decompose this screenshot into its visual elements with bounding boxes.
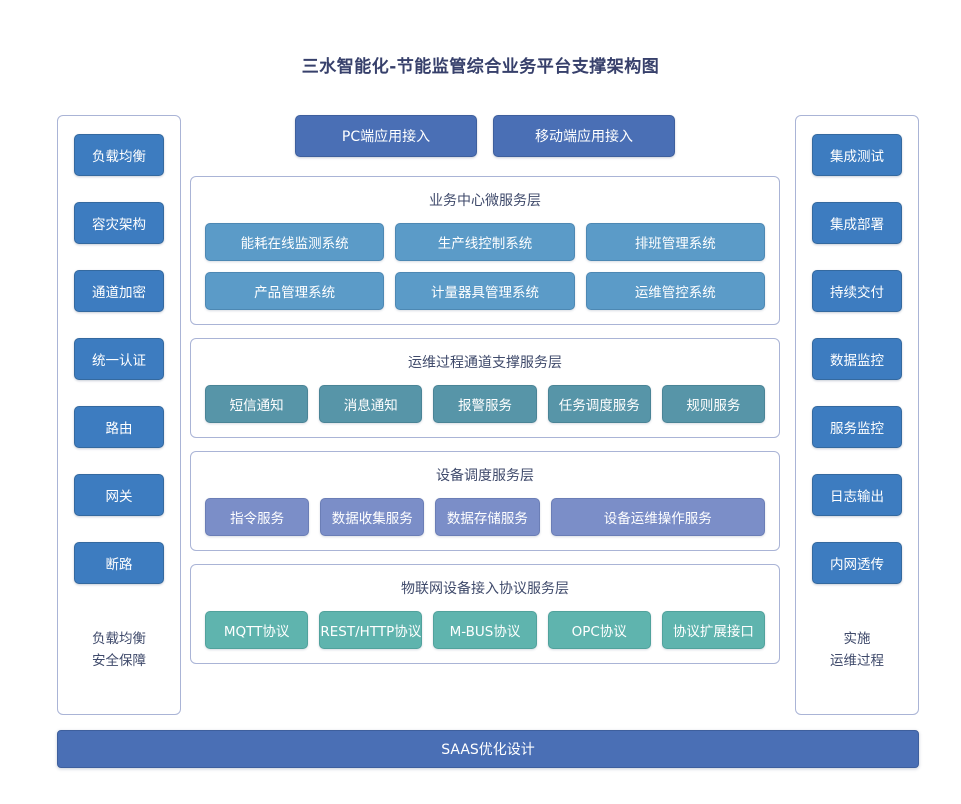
sidebar-item-routing[interactable]: 路由 xyxy=(74,406,164,448)
access-button-mobile[interactable]: 移动端应用接入 xyxy=(493,115,675,157)
layer-row: MQTT协议 REST/HTTP协议 M-BUS协议 OPC协议 协议扩展接口 xyxy=(205,611,766,649)
right-footer-line-2: 运维过程 xyxy=(830,653,884,670)
card-energy-monitoring-system[interactable]: 能耗在线监测系统 xyxy=(205,223,385,261)
sidebar-item-gateway[interactable]: 网关 xyxy=(74,474,164,516)
card-mqtt-protocol[interactable]: MQTT协议 xyxy=(205,611,309,649)
sidebar-item-log-output[interactable]: 日志输出 xyxy=(812,474,902,516)
card-command-service[interactable]: 指令服务 xyxy=(205,498,310,536)
left-footer-line-1: 负载均衡 xyxy=(92,631,146,647)
sidebar-item-integration-deploy[interactable]: 集成部署 xyxy=(812,202,902,244)
right-sidebar-footer: 实施 运维过程 xyxy=(830,628,884,673)
sidebar-item-data-monitoring[interactable]: 数据监控 xyxy=(812,338,902,380)
card-sms-notification[interactable]: 短信通知 xyxy=(205,385,309,423)
sidebar-item-intranet-passthrough[interactable]: 内网透传 xyxy=(812,542,902,584)
saas-optimization-bar[interactable]: SAAS优化设计 xyxy=(57,730,919,768)
layer-title-device-scheduling: 设备调度服务层 xyxy=(436,468,534,484)
page-title: 三水智能化-节能监管综合业务平台支撑架构图 xyxy=(301,57,660,77)
card-metering-device-management-system[interactable]: 计量器具管理系统 xyxy=(395,272,575,310)
card-production-line-control-system[interactable]: 生产线控制系统 xyxy=(395,223,575,261)
sidebar-item-circuit-breaker[interactable]: 断路 xyxy=(74,542,164,584)
sidebar-item-service-monitoring[interactable]: 服务监控 xyxy=(812,406,902,448)
layer-title-ops-channel-support: 运维过程通道支撑服务层 xyxy=(408,355,562,371)
layer-row: 能耗在线监测系统 生产线控制系统 排班管理系统 xyxy=(205,223,765,261)
sidebar-item-channel-encryption[interactable]: 通道加密 xyxy=(74,270,164,312)
card-opc-protocol[interactable]: OPC协议 xyxy=(547,611,651,649)
card-rule-service[interactable]: 规则服务 xyxy=(661,385,766,423)
card-task-scheduling-service[interactable]: 任务调度服务 xyxy=(547,385,651,423)
layer-row: 短信通知 消息通知 报警服务 任务调度服务 规则服务 xyxy=(205,385,766,423)
application-access-row: PC端应用接入 移动端应用接入 xyxy=(190,115,780,157)
card-protocol-extension-interface[interactable]: 协议扩展接口 xyxy=(661,611,766,649)
right-footer-line-1: 实施 xyxy=(843,631,871,647)
layer-iot-protocol: 物联网设备接入协议服务层 MQTT协议 REST/HTTP协议 M-BUS协议 … xyxy=(190,564,780,664)
card-rest-http-protocol[interactable]: REST/HTTP协议 xyxy=(319,611,423,649)
card-message-notification[interactable]: 消息通知 xyxy=(319,385,423,423)
left-footer-line-2: 安全保障 xyxy=(92,653,146,670)
card-shift-management-system[interactable]: 排班管理系统 xyxy=(585,223,765,261)
layer-title-business-center: 业务中心微服务层 xyxy=(429,193,541,209)
card-alarm-service[interactable]: 报警服务 xyxy=(433,385,537,423)
left-sidebar-footer: 负载均衡 安全保障 xyxy=(92,628,146,673)
card-data-storage-service[interactable]: 数据存储服务 xyxy=(435,498,540,536)
center-stack: PC端应用接入 移动端应用接入 业务中心微服务层 能耗在线监测系统 生产线控制系… xyxy=(190,115,780,677)
layer-row: 产品管理系统 计量器具管理系统 运维管控系统 xyxy=(205,272,765,310)
sidebar-item-load-balancing[interactable]: 负载均衡 xyxy=(74,134,164,176)
card-operations-control-system[interactable]: 运维管控系统 xyxy=(585,272,765,310)
right-sidebar-panel: 集成测试 集成部署 持续交付 数据监控 服务监控 日志输出 内网透传 实施 运维… xyxy=(795,115,919,715)
card-data-collection-service[interactable]: 数据收集服务 xyxy=(320,498,425,536)
layer-device-scheduling: 设备调度服务层 指令服务 数据收集服务 数据存储服务 设备运维操作服务 xyxy=(190,451,780,551)
layer-row: 指令服务 数据收集服务 数据存储服务 设备运维操作服务 xyxy=(205,498,766,536)
sidebar-item-integration-test[interactable]: 集成测试 xyxy=(812,134,902,176)
sidebar-item-disaster-recovery[interactable]: 容灾架构 xyxy=(74,202,164,244)
card-product-management-system[interactable]: 产品管理系统 xyxy=(205,272,385,310)
access-button-pc[interactable]: PC端应用接入 xyxy=(295,115,477,157)
sidebar-item-unified-auth[interactable]: 统一认证 xyxy=(74,338,164,380)
left-sidebar-panel: 负载均衡 容灾架构 通道加密 统一认证 路由 网关 断路 负载均衡 安全保障 xyxy=(57,115,181,715)
card-mbus-protocol[interactable]: M-BUS协议 xyxy=(433,611,537,649)
layer-ops-channel-support: 运维过程通道支撑服务层 短信通知 消息通知 报警服务 任务调度服务 规则服务 xyxy=(190,338,780,438)
layer-business-center: 业务中心微服务层 能耗在线监测系统 生产线控制系统 排班管理系统 产品管理系统 … xyxy=(190,176,780,325)
layer-title-iot-protocol: 物联网设备接入协议服务层 xyxy=(401,581,569,597)
card-device-ops-operation-service[interactable]: 设备运维操作服务 xyxy=(550,498,766,536)
sidebar-item-continuous-delivery[interactable]: 持续交付 xyxy=(812,270,902,312)
